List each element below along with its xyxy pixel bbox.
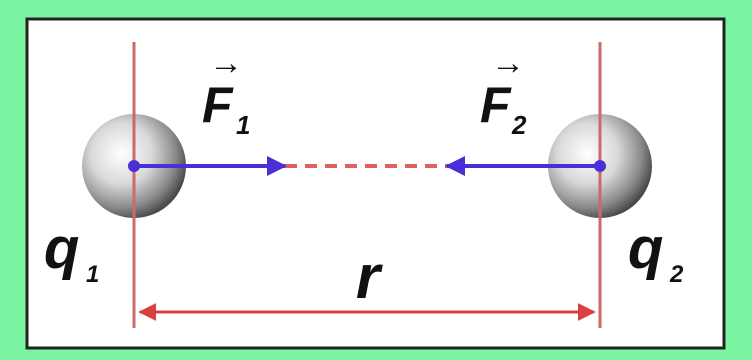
charge-letter-1: q — [44, 216, 79, 281]
charge-center-2 — [594, 160, 606, 172]
charge-subscript-1: 1 — [86, 261, 99, 288]
charge-label-1: q 1 — [44, 216, 99, 288]
charge-center-1 — [128, 160, 140, 172]
charge-label-2: q 2 — [628, 216, 684, 288]
force-label-2: → F 2 — [480, 44, 527, 140]
charge-subscript-2: 2 — [669, 261, 684, 288]
force-subscript-2: 2 — [511, 110, 527, 140]
charge-letter-2: q — [628, 216, 663, 281]
force-letter-2: F — [480, 77, 512, 133]
force-vector-mark-1: → — [209, 44, 243, 82]
force-subscript-1: 1 — [236, 110, 250, 140]
force-label-1: → F 1 — [202, 44, 250, 140]
force-letter-1: F — [202, 77, 234, 133]
distance-label: r — [356, 243, 383, 312]
force-vector-mark-2: → — [491, 44, 525, 82]
